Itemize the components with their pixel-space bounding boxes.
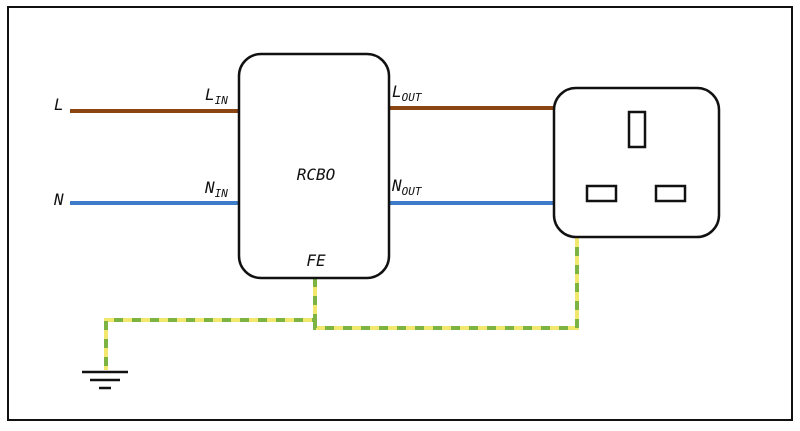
socket-outlet	[552, 86, 721, 239]
socket-body	[552, 86, 721, 239]
socket-neutral-pin	[654, 184, 687, 203]
rcbo-device	[237, 52, 391, 280]
earth-wire-socket	[313, 236, 579, 330]
ground-symbol	[82, 370, 128, 390]
earth-wire-rcbo	[104, 278, 317, 370]
label-line: L	[54, 95, 64, 114]
label-n-in: NIN	[204, 178, 228, 200]
socket-earth-pin	[627, 110, 647, 149]
label-rcbo: RCBO	[297, 165, 336, 184]
label-fe: FE	[306, 251, 326, 270]
socket-live-pin	[585, 184, 618, 203]
label-l-out: LOUT	[392, 82, 423, 104]
label-l-in: LIN	[205, 85, 228, 107]
label-n-out: NOUT	[391, 176, 423, 198]
label-neutral: N	[53, 190, 64, 209]
